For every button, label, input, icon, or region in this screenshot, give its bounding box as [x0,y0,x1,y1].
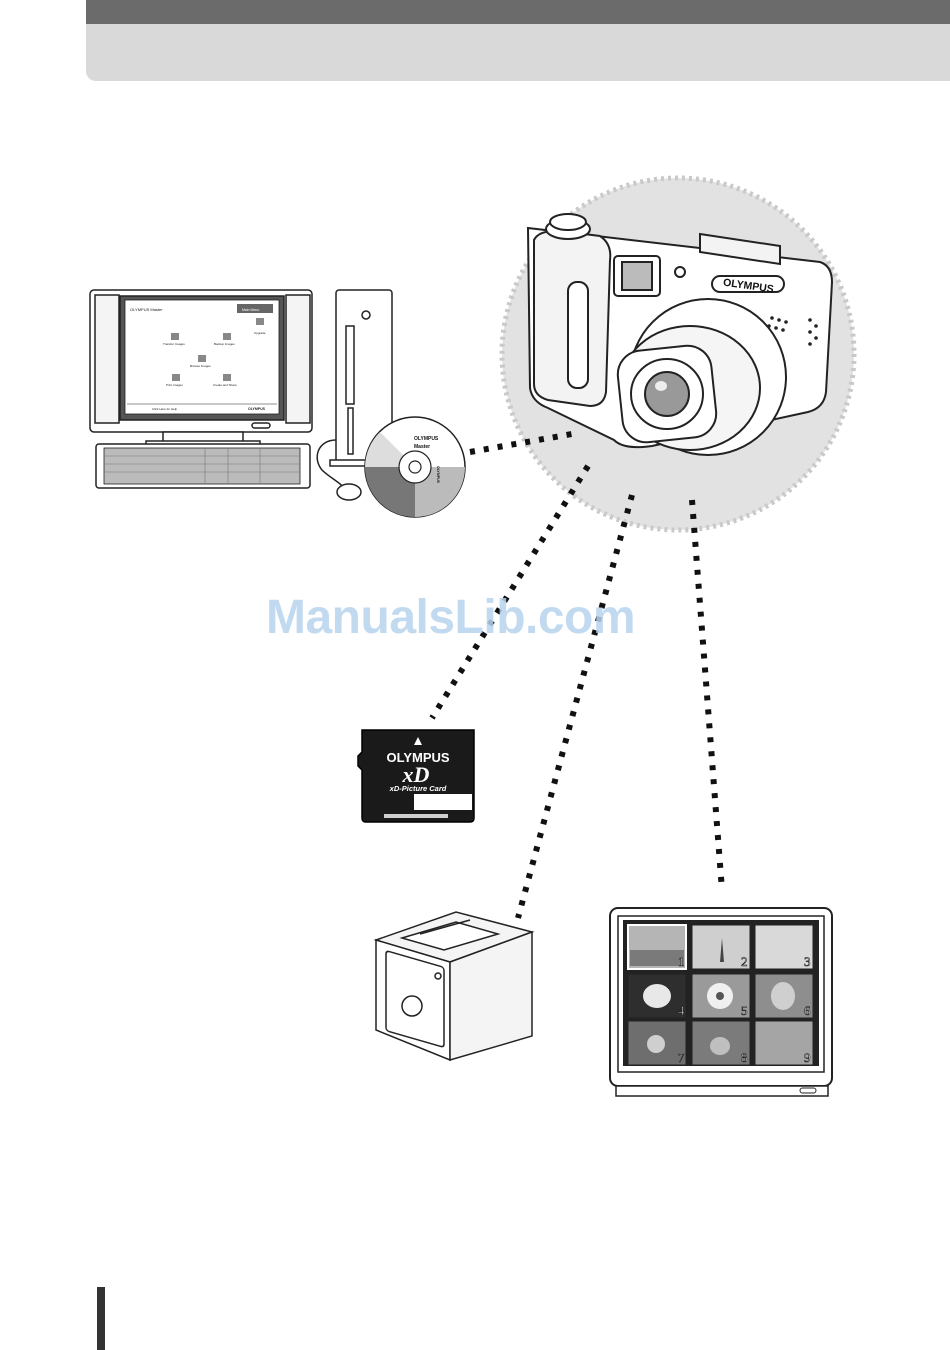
viewfinder-glass [622,262,652,290]
tv [610,908,832,1096]
tower-power-button [362,311,370,319]
speaker-right [286,295,310,423]
screen-brand: OLYMPUS [248,407,266,411]
xd-card-subtitle: xD-Picture Card [389,784,447,793]
printer-button [402,996,422,1016]
xd-card-contacts [384,814,448,818]
thumbnail-number-4: 4 [678,1003,685,1018]
screen-icon-label-6[interactable]: Create and Share [213,383,237,387]
thumbnail-number-9: 9 [804,1050,811,1065]
cd-side-label: OLYMPUS [436,466,440,484]
thumbnail-number-6: 6 [804,1003,811,1018]
shutter-top [550,214,586,230]
thumbnail-number-8: 8 [741,1050,748,1065]
line-to-tv [692,500,722,890]
keyboard-keys [104,448,300,484]
watermark: ManualsLib.com [266,590,698,645]
camera-grip-slot [568,282,588,388]
tv-power-button [800,1088,816,1093]
thumbnail-number-7: 7 [678,1050,685,1065]
xd-card-label-box [414,794,472,810]
screen-icon-label-5[interactable]: Print Images [166,383,183,387]
thumbnail-number-3: 3 [804,954,811,969]
tower-drive-slot-2 [348,408,353,454]
screen-icon-label-4[interactable]: Browse Images [190,364,211,368]
thumbnail-number-1: 1 [678,954,685,969]
monitor-power-button [252,423,270,428]
app-title: OLYMPUS Master [130,307,163,312]
screen-icon-label-2[interactable]: Backup Images [214,342,235,346]
thumbnail-number-2: 2 [741,954,748,969]
cd-rom [365,417,465,517]
screen-icon-label-1[interactable]: Transfer Images [163,342,185,346]
line-to-printer [518,495,632,918]
printer-led [435,973,441,979]
screen-status-text: Click Here for Help [152,407,178,411]
screen-icon-label-3[interactable]: Upgrade [254,331,266,335]
printer [376,912,532,1060]
cd-label-line2: Master [414,444,430,450]
cd-label-line1: OLYMPUS [414,436,439,442]
lens-glass [645,372,689,416]
thumbnail-number-5: 5 [741,1003,748,1018]
mouse [337,484,361,500]
af-lamp [675,267,685,277]
tower-drive-slot [346,326,354,404]
computer [90,290,396,500]
main-menu-button[interactable]: Main Menu [242,308,259,312]
footer-bar [97,1287,105,1350]
tv-base [616,1086,828,1096]
speaker-left [95,295,119,423]
